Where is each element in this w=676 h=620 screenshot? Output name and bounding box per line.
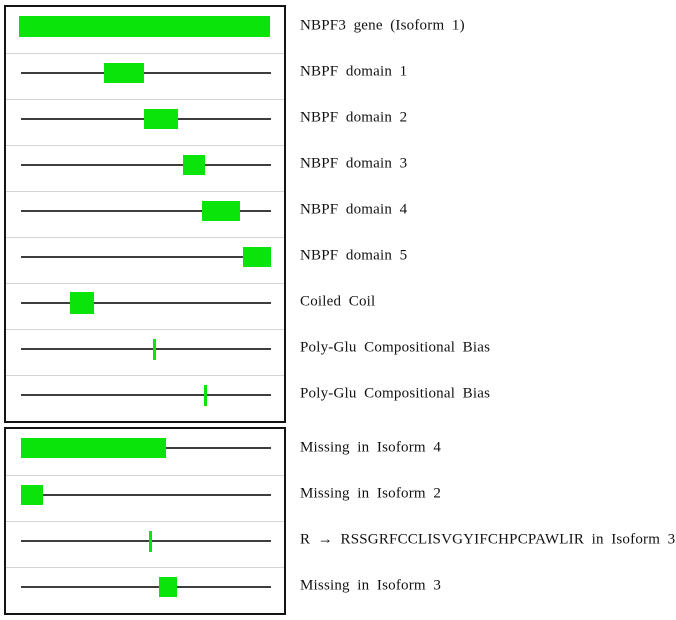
feature-tick [149,530,152,552]
track-line [21,394,271,396]
feature-box [21,438,166,458]
feature-row-domain [6,237,284,283]
feature-box [243,247,271,267]
feature-row-domain [6,145,284,191]
track-line [21,164,271,166]
track-line [21,586,271,588]
feature-label: NBPF domain 2 [300,109,408,126]
feature-row-coiled-coil [6,283,284,329]
feature-label: NBPF domain 3 [300,155,408,172]
feature-row-domain [6,53,284,99]
feature-box [159,577,177,597]
track-line [21,256,271,258]
feature-row-domain [6,99,284,145]
feature-box [21,485,43,505]
feature-box [19,15,270,37]
feature-label: NBPF domain 5 [300,247,408,264]
feature-row-compositional-bias [6,375,284,421]
feature-label: R → RSSGRFCCLISVGYIFCHPCPAWLIR in Isofor… [300,531,676,548]
feature-label: Poly-Glu Compositional Bias [300,385,491,402]
feature-row-missing-region [6,429,284,475]
feature-panel-isoform-differences [4,427,286,615]
track-line [21,72,271,74]
feature-row-missing-region [6,567,284,613]
feature-row-domain [6,191,284,237]
track-line [21,348,271,350]
feature-box [183,155,205,175]
feature-box [104,63,144,83]
feature-row-sequence-variant [6,521,284,567]
feature-label: Poly-Glu Compositional Bias [300,339,491,356]
feature-label: Missing in Isoform 4 [300,439,442,456]
feature-tick [153,338,156,360]
feature-label: Missing in Isoform 2 [300,485,442,502]
feature-row-compositional-bias [6,329,284,375]
feature-label: NBPF domain 1 [300,63,408,80]
track-line [21,302,271,304]
track-line [21,540,271,542]
feature-panel-domains [4,5,286,423]
feature-label: NBPF3 gene (Isoform 1) [300,17,465,34]
feature-tick [204,384,207,406]
feature-box [70,292,94,314]
track-line [21,494,271,496]
feature-box [202,201,240,221]
feature-box [144,109,178,129]
feature-label: NBPF domain 4 [300,201,408,218]
track-line [21,210,271,212]
feature-row-missing-region [6,475,284,521]
feature-label: Missing in Isoform 3 [300,577,442,594]
feature-label: Coiled Coil [300,293,376,310]
feature-row-gene-bar [6,7,284,53]
